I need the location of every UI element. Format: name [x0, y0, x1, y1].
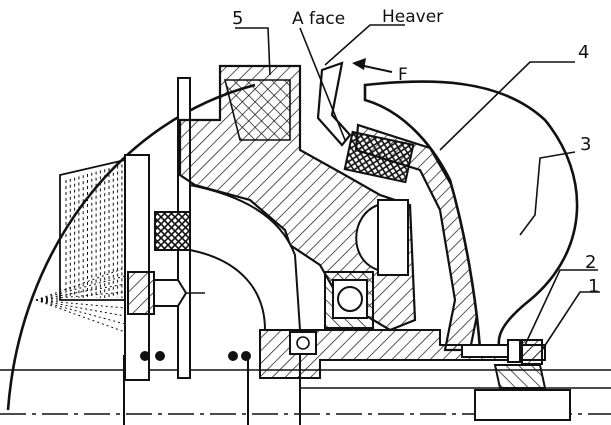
pilot-tip	[153, 279, 188, 307]
label-part-2: 2	[585, 252, 596, 273]
label-heaver: Heaver	[382, 7, 443, 27]
leader-lines	[235, 24, 600, 351]
label-part-1: 1	[588, 276, 599, 297]
shaft-sleeve	[259, 329, 546, 379]
base-flange	[474, 389, 571, 421]
label-a-face: A face	[292, 9, 345, 29]
label-part-3: 3	[580, 134, 591, 155]
housing-outline	[6, 83, 256, 411]
hub-boss-plate	[377, 199, 409, 276]
label-part-4: 4	[578, 42, 589, 63]
base-web	[493, 364, 547, 389]
flywheel-ray-line	[35, 267, 126, 301]
bearing-ball	[337, 286, 363, 312]
hub-boss	[355, 203, 379, 272]
flywheel-ray-line	[35, 299, 126, 309]
flywheel-ray-line	[35, 275, 126, 301]
flywheel-plate	[124, 154, 150, 381]
label-force: F	[398, 65, 408, 85]
force-arrow	[352, 58, 393, 73]
flywheel-ray-line	[35, 299, 126, 317]
flywheel-ray-line	[35, 299, 126, 333]
flywheel-ray-line	[35, 299, 126, 325]
flywheel-ray-line	[35, 283, 126, 301]
shaft-spigot	[127, 271, 155, 315]
release-lever	[316, 61, 352, 147]
small-bearing-ball	[296, 336, 310, 350]
flywheel-radial-lines	[35, 164, 126, 333]
seal-rings	[140, 351, 251, 361]
clutch-cover	[363, 80, 579, 352]
bolt-washer	[507, 339, 521, 363]
flywheel-ray-line	[35, 291, 126, 301]
pressure-plate-core	[223, 79, 291, 141]
label-part-5: 5	[232, 8, 243, 29]
